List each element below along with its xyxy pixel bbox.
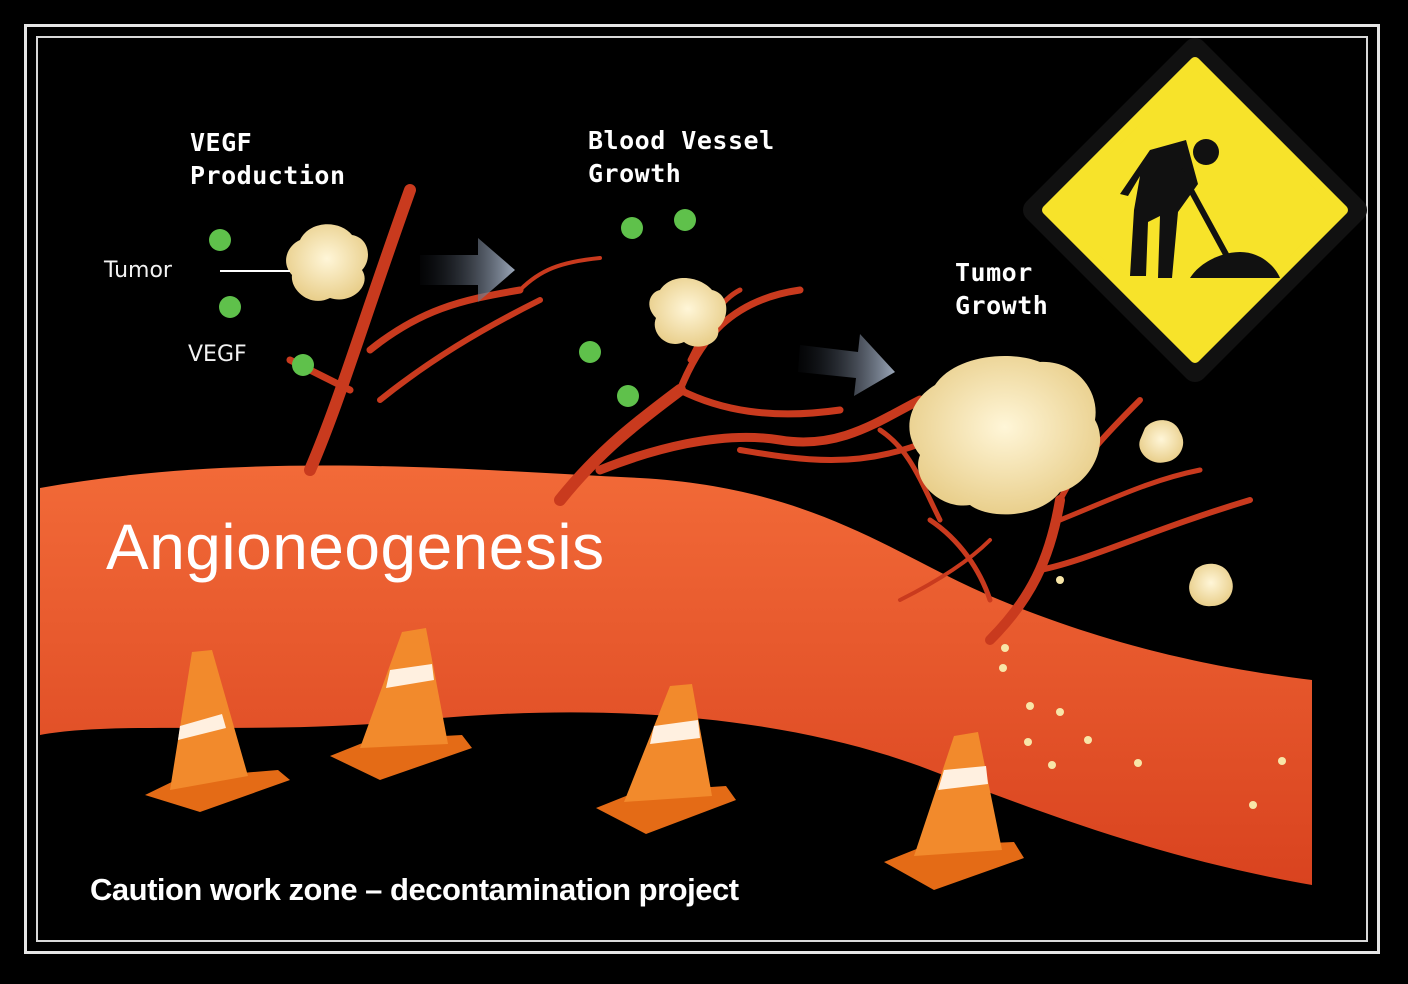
arrow-icon xyxy=(420,238,515,302)
traffic-cone-icon xyxy=(884,732,1024,890)
traffic-cone-icon xyxy=(145,650,290,812)
caption: Caution work zone – decontamination proj… xyxy=(90,872,739,907)
outer-frame xyxy=(24,24,1380,954)
vegf-particles xyxy=(209,209,696,407)
vessel-branches xyxy=(286,184,1253,645)
blood-vessel xyxy=(40,465,1312,885)
arrow-icon xyxy=(798,334,895,396)
traffic-cone-icon xyxy=(596,684,736,834)
tumor-cells xyxy=(286,224,1233,607)
inner-frame xyxy=(36,36,1368,942)
tumor-growth-label: Tumor Growth xyxy=(955,258,1049,320)
blood-vessel-growth-label: Blood Vessel Growth xyxy=(588,126,775,188)
page-title: Angioneogenesis xyxy=(106,511,605,583)
traffic-cone-icon xyxy=(330,628,472,780)
vegf-production-label: VEGF Production xyxy=(190,128,346,190)
vegf-label: VEGF xyxy=(188,342,247,367)
tumor-label: Tumor xyxy=(104,258,172,283)
road-work-sign-icon xyxy=(1023,38,1367,382)
cell-dots xyxy=(999,576,1286,809)
